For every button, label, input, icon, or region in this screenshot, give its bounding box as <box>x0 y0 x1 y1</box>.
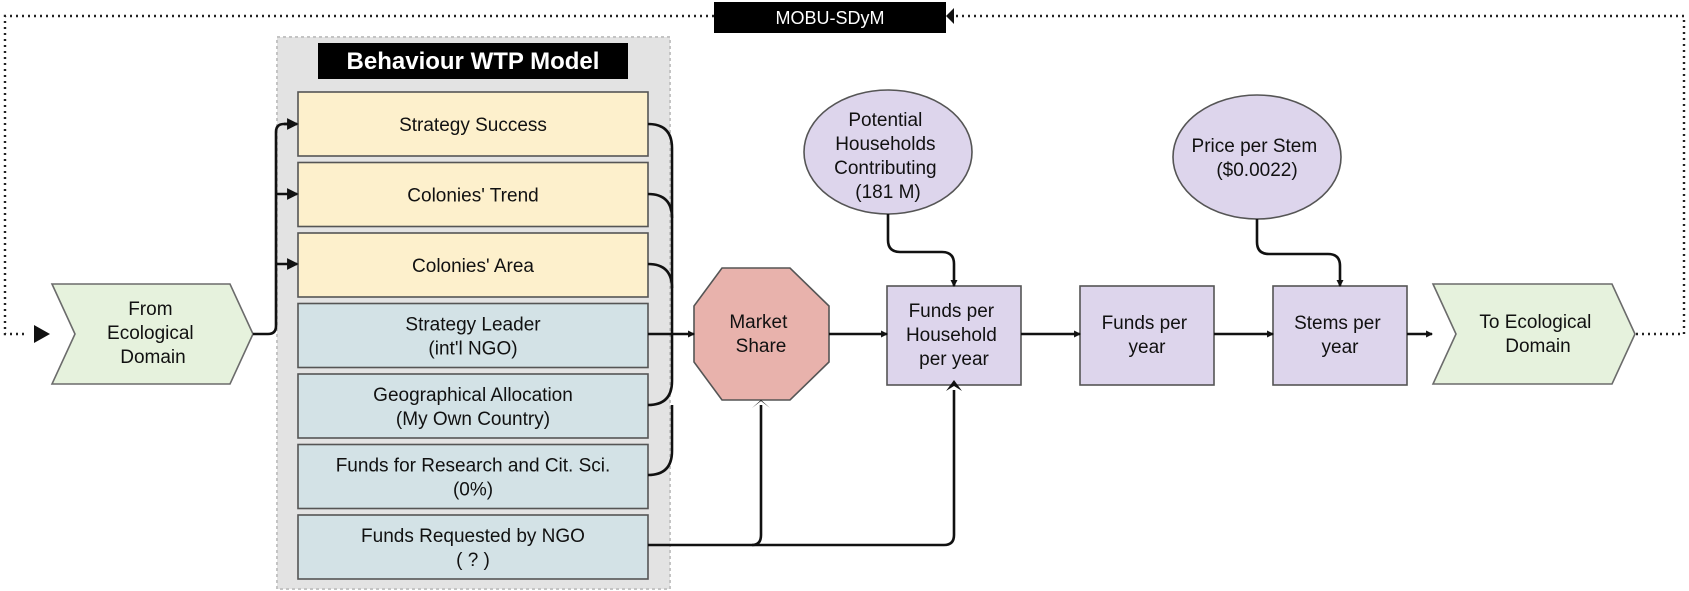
funds-per-household-line-1: Funds per <box>909 301 995 322</box>
funds-per-household-node <box>886 285 1022 386</box>
attribute-box-2 <box>297 161 649 228</box>
attribute-box-6 <box>297 443 649 510</box>
from-domain-line-2: Ecological <box>107 323 194 344</box>
funds-per-year-line-1: Funds per <box>1102 313 1188 334</box>
edge-from-domain-trunk <box>253 122 292 336</box>
attribute-box-1 <box>297 91 649 157</box>
potential-households-line-2: Households <box>835 134 935 155</box>
attribute-4-line-1: Strategy Leader <box>405 315 541 336</box>
attribute-5-line-1: Geographical Allocation <box>373 385 573 406</box>
from-domain-text: From Ecological Domain <box>107 299 199 368</box>
attribute-6-line-2: (0%) <box>453 480 493 501</box>
attribute-label-2: Colonies' Trend <box>407 186 538 207</box>
panel-title: Behaviour WTP Model <box>347 48 600 75</box>
attribute-7-line-2: ( ? ) <box>456 550 490 571</box>
attribute-3-line-1: Colonies' Area <box>412 256 534 277</box>
edge-attr-3 <box>647 262 674 289</box>
market-share-line-1: Market <box>729 312 788 333</box>
attribute-1-line-1: Strategy Success <box>399 115 547 136</box>
arrowhead-funds-requested-to-household <box>946 380 962 391</box>
attribute-label-1: Strategy Success <box>399 115 547 136</box>
attribute-box-7 <box>297 514 649 580</box>
attribute-6-line-1: Funds for Research and Cit. Sci. <box>336 456 611 477</box>
from-ecological-domain-node <box>50 283 254 385</box>
funds-per-household-line-3: per year <box>919 349 989 370</box>
edge-attr-6 <box>647 405 674 477</box>
feedback-arrowhead-top <box>946 8 954 24</box>
attribute-label-6: Funds for Research and Cit. Sci. (0%) <box>336 456 611 501</box>
attribute-box-4 <box>297 302 649 369</box>
edge-attr-2 <box>647 192 674 219</box>
attribute-label-5: Geographical Allocation (My Own Country) <box>373 385 573 430</box>
edge-price-per-stem-to-stems-per-year <box>1255 219 1344 288</box>
edge-attr-1 <box>647 122 674 334</box>
price-per-stem-node <box>1172 94 1342 220</box>
to-ecological-domain-node <box>1431 283 1636 385</box>
to-domain-line-2: Domain <box>1505 336 1570 357</box>
from-domain-line-1: From <box>128 299 172 320</box>
panel-title-box <box>318 43 628 79</box>
edge-attr-5 <box>647 334 674 407</box>
stems-per-year-line-2: year <box>1322 337 1360 358</box>
stems-per-year-text: Stems per year <box>1294 313 1386 358</box>
market-share-line-2: Share <box>736 336 787 357</box>
funds-per-year-line-2: year <box>1129 337 1167 358</box>
market-share-text: Market Share <box>729 312 792 357</box>
attribute-4-line-2: (int'l NGO) <box>428 339 517 360</box>
price-per-stem-line-2: ($0.0022) <box>1216 160 1297 181</box>
attribute-label-7: Funds Requested by NGO ( ? ) <box>361 526 585 571</box>
price-per-stem-text: Price per Stem ($0.0022) <box>1192 136 1323 181</box>
to-domain-text: To Ecological Domain <box>1479 312 1596 357</box>
feedback-loop-right <box>954 14 1686 336</box>
funds-per-year-text: Funds per year <box>1102 313 1193 358</box>
mobu-sdym-label: MOBU-SDyM <box>776 8 885 28</box>
attribute-box-5 <box>297 373 649 439</box>
stems-per-year-node <box>1272 285 1408 386</box>
feedback-arrowhead-left <box>34 325 50 343</box>
potential-households-line-3: Contributing <box>834 158 936 179</box>
potential-households-line-4: (181 M) <box>855 182 920 203</box>
price-per-stem-line-1: Price per Stem <box>1192 136 1318 157</box>
potential-households-text: Potential Households Contributing (181 M… <box>834 110 942 203</box>
potential-households-line-1: Potential <box>848 110 922 131</box>
mobu-sdym-label-box <box>714 2 946 33</box>
funds-per-household-line-2: Household <box>906 325 997 346</box>
to-domain-line-1: To Ecological <box>1479 312 1591 333</box>
attribute-label-3: Colonies' Area <box>412 256 534 277</box>
from-domain-line-3: Domain <box>120 347 185 368</box>
attribute-label-4: Strategy Leader (int'l NGO) <box>405 315 541 360</box>
funds-per-year-node <box>1079 285 1215 386</box>
stems-per-year-line-1: Stems per <box>1294 313 1381 334</box>
edge-funds-requested-to-market-share <box>751 405 763 547</box>
attribute-2-line-1: Colonies' Trend <box>407 186 538 207</box>
attribute-7-line-1: Funds Requested by NGO <box>361 526 585 547</box>
market-share-node <box>693 267 830 401</box>
funds-per-household-text: Funds per Household per year <box>906 301 1002 370</box>
edge-potential-households-to-funds-per-household <box>886 214 958 288</box>
feedback-loop-left <box>3 14 714 336</box>
edge-funds-requested-bus <box>648 390 956 547</box>
attribute-5-line-2: (My Own Country) <box>396 409 550 430</box>
